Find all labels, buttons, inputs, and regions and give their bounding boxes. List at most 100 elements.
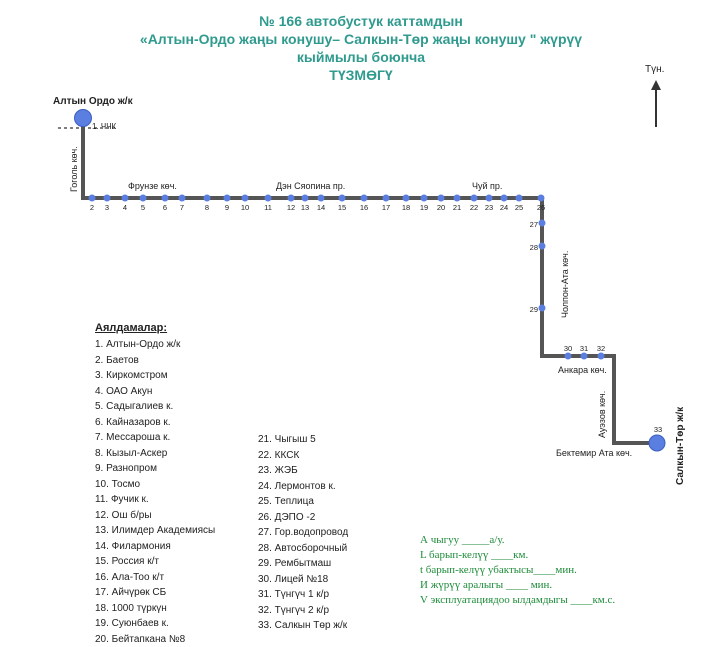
stop-number-label: 5 [141,203,145,212]
route-info-line: L барып-келүү ____км. [420,548,615,563]
stop-dot [361,195,368,202]
stop-list-item: 32. Түнгүч 2 к/р [258,603,348,619]
stop-list-item: 22. ККСК [258,448,348,464]
stop-list-item: 33. Салкын Төр ж/к [258,618,348,634]
stop-dot [122,195,129,202]
stop-number-label: 20 [437,203,445,212]
stop-list-item: 10. Тосмо [95,477,215,493]
stop-list-item: 8. Кызыл-Аскер [95,446,215,462]
stop-list-item: 26. ДЭПО -2 [258,510,348,526]
street-label-frunze: Фрунзе көч. [128,181,177,191]
stop-list-item: 24. Лермонтов к. [258,479,348,495]
stop-dot [162,195,169,202]
stop-dot [242,195,249,202]
stop-list-item: 4. ОАО Акун [95,384,215,400]
stop-dot [403,195,410,202]
stop-list-item: 17. Айчүрөк СБ [95,585,215,601]
stop-dot [288,195,295,202]
stop-number-label: 19 [420,203,428,212]
stop-number-label: 16 [360,203,368,212]
stop-list-item: 23. ЖЭБ [258,463,348,479]
stop-list-item: 16. Ала-Тоо к/т [95,570,215,586]
route-info-line: И жүрүү аралыгы ____ мин. [420,578,615,593]
stop-number-label: 3 [105,203,109,212]
stop-dot [140,195,147,202]
stop-list-item: 25. Теплица [258,494,348,510]
stop-number-label: 24 [500,203,508,212]
route-info-line: А чыгуу _____а/у. [420,533,615,548]
stop-dot [383,195,390,202]
stop-dot [339,195,346,202]
route-info-block: А чыгуу _____а/у.L барып-келүү ____км.t … [420,533,615,608]
stop-dot [438,195,445,202]
stop-number-label: 26 [537,203,545,212]
stop-number-label: 30 [564,344,572,353]
street-label-chuy: Чуй пр. [472,181,502,191]
stop-dots-group [89,195,605,360]
stop-number-label: 2 [90,203,94,212]
stop-dot [501,195,508,202]
street-label-ankara: Анкара көч. [558,365,607,375]
north-label: Түн. [645,64,664,75]
stop-number-label: 32 [597,344,605,353]
stop-list-item: 14. Филармония [95,539,215,555]
stop-dot [204,195,211,202]
stop-list-item: 1. Алтын-Ордо ж/к [95,337,215,353]
north-arrow-icon [651,80,661,90]
stop-dot [104,195,111,202]
street-label-bektemir-ata: Бектемир Ата көч. [556,448,632,458]
stop-dot [302,195,309,202]
stop-number-label: 15 [338,203,346,212]
stop-number-label: 9 [225,203,229,212]
stop-dot [539,243,546,250]
stop-number-label: 29 [530,305,538,314]
stop-number-label: 31 [580,344,588,353]
stop-list-item: 29. Рембытмаш [258,556,348,572]
stop-number-label: 11 [264,203,272,212]
street-label-auezov: Ауэзов көч. [597,391,607,438]
stop-number-label: 21 [453,203,461,212]
stop-dot [516,195,523,202]
stop-dot [318,195,325,202]
stop-number-label: 27 [530,220,538,229]
stop-number-label: 12 [287,203,295,212]
stop-list-item: 3. Киркомстром [95,368,215,384]
stop-number-label: 28 [530,243,538,252]
stop-dot [565,353,572,360]
end-terminus-label: Салкын-Төр ж/к [675,406,686,485]
stop-dot [539,220,546,227]
stop-dot [486,195,493,202]
street-label-gogol: Гоголь көч. [69,146,79,192]
start-terminus-marker [75,110,92,127]
stop-number-label: 8 [205,203,209,212]
stop-dot [179,195,186,202]
street-label-cholpon-ata: Чолпон-Ата көч. [560,251,570,318]
stops-heading: Аялдамалар: [95,322,167,334]
stop-dot [265,195,272,202]
route-info-line: V эксплуатациядоо ылдамдыгы ____км.с. [420,593,615,608]
stop-list-item: 20. Бейтапкана №8 [95,632,215,647]
stop-dot [539,305,546,312]
stop-list-item: 5. Садыгалиев к. [95,399,215,415]
stop-list-item: 7. Мессароша к. [95,430,215,446]
stop-number-label: 7 [180,203,184,212]
stop-number-label: 33 [654,425,662,434]
stop-number-label: 23 [485,203,493,212]
stop-list-item: 6. Кайназаров к. [95,415,215,431]
stop-list-item: 13. Илимдер Академиясы [95,523,215,539]
stop-list-item: 19. Суюнбаев к. [95,616,215,632]
stop-dot [224,195,231,202]
stop-number-label: 18 [402,203,410,212]
start-terminus-label: Алтын Ордо ж/к [53,96,134,107]
stop-list-item: 12. Ош б/ры [95,508,215,524]
stop-number-label: 13 [301,203,309,212]
stop-list-item: 2. Баетов [95,353,215,369]
stop-dot [454,195,461,202]
stop-number-label: 6 [163,203,167,212]
stop-dot [581,353,588,360]
stop-dot [89,195,96,202]
stop-number-label: 10 [241,203,249,212]
stop-list-item: 18. 1000 түркүн [95,601,215,617]
end-terminus-marker [649,435,665,451]
